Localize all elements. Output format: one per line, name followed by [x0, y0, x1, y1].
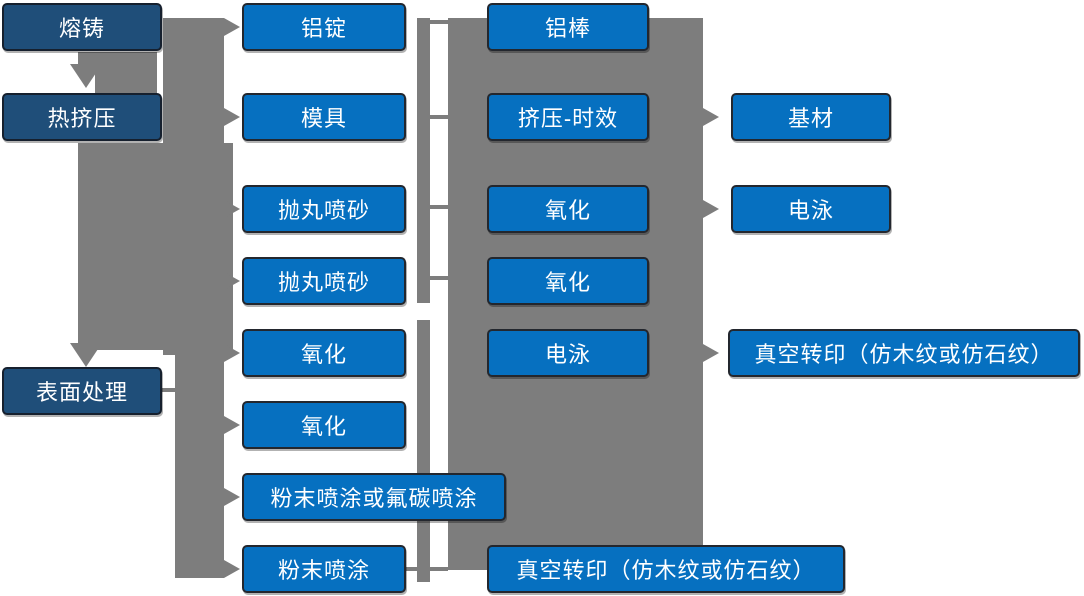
- arrowhead-to-mold: [224, 108, 240, 126]
- node-hot-extrusion: 热挤压: [2, 93, 162, 141]
- arrowhead-to-electrophoresis-2: [703, 200, 719, 218]
- tie-row-vacuum-transfer-bottom: [406, 567, 448, 571]
- connector-mid-band-lower: [417, 320, 430, 582]
- connector-trunk-lower: [175, 355, 224, 578]
- tie-row-oxidation-a: [430, 205, 448, 209]
- connector-melt-to-extrusion-band-right: [95, 52, 157, 94]
- connector-trunk-upper: [163, 18, 224, 355]
- node-oxidation-a: 氧化: [487, 185, 649, 233]
- arrowhead-to-aluminum-ingot: [224, 18, 240, 36]
- arrowhead-to-oxidation-1: [224, 344, 240, 362]
- node-vacuum-transfer-print-bottom: 真空转印（仿木纹或仿石纹）: [487, 545, 845, 593]
- node-oxidation-1: 氧化: [242, 329, 406, 377]
- arrowhead-to-vacuum-transfer-right: [703, 344, 719, 362]
- node-oxidation-2: 氧化: [242, 401, 406, 449]
- node-shot-blast-sandblast-2: 抛丸喷砂: [242, 257, 406, 305]
- node-melt-casting: 熔铸: [2, 3, 162, 51]
- arrowhead-to-shot-blast-1: [224, 200, 240, 218]
- arrowhead-to-powder-coating: [224, 560, 240, 578]
- tie-row-extrusion-aging: [430, 115, 448, 119]
- connector-mid-band-upper: [417, 18, 430, 303]
- node-oxidation-b: 氧化: [487, 257, 649, 305]
- node-aluminum-ingot: 铝锭: [242, 3, 406, 51]
- node-extrusion-aging: 挤压-时效: [487, 93, 649, 141]
- tie-row-aluminum-rod: [417, 20, 448, 24]
- node-vacuum-transfer-print-right: 真空转印（仿木纹或仿石纹）: [728, 329, 1080, 377]
- connector-surface-treatment-stub: [160, 388, 178, 392]
- node-aluminum-rod: 铝棒: [487, 3, 649, 51]
- node-shot-blast-sandblast-1: 抛丸喷砂: [242, 185, 406, 233]
- arrowhead-to-powder-or-fluorocarbon: [224, 488, 240, 506]
- arrowhead-to-shot-blast-2: [224, 272, 240, 290]
- arrowhead-to-oxidation-2: [224, 416, 240, 434]
- arrowhead-to-substrate: [703, 108, 719, 126]
- node-electrophoresis: 电泳: [487, 329, 649, 377]
- node-powder-coating: 粉末喷涂: [242, 545, 406, 593]
- node-powder-or-fluorocarbon-coating: 粉末喷涂或氟碳喷涂: [242, 473, 506, 521]
- node-substrate: 基材: [731, 93, 891, 141]
- node-mold: 模具: [242, 93, 406, 141]
- node-surface-treatment: 表面处理: [2, 367, 162, 415]
- arrowhead-down-to-hot-extrusion: [70, 64, 102, 88]
- arrowhead-down-to-surface-treatment: [70, 343, 102, 367]
- node-electrophoresis-2: 电泳: [731, 185, 891, 233]
- tie-row-oxidation-b: [430, 276, 448, 280]
